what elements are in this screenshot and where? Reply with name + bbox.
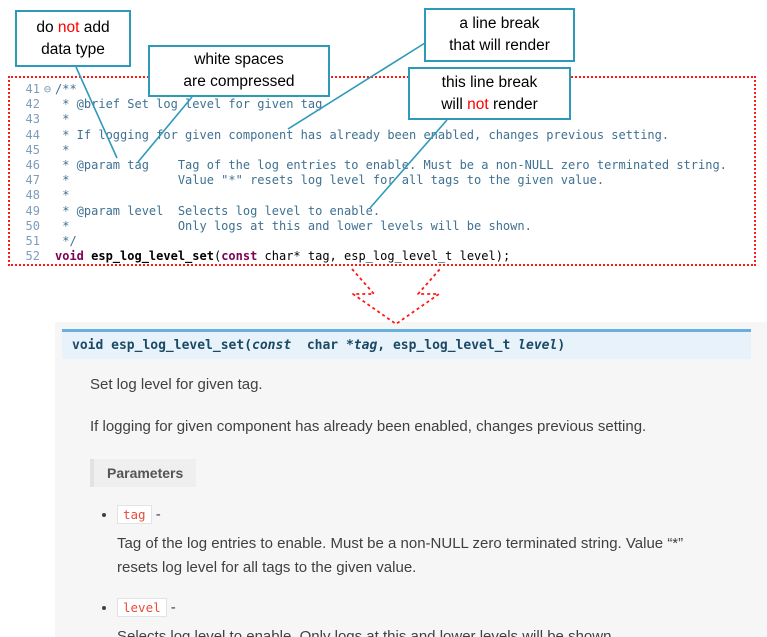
highlighted-not: not — [57, 18, 80, 36]
code-line: 46 * @param tag Tag of the log entries t… — [10, 158, 754, 173]
code-line: 47 * Value "*" resets log level for all … — [10, 173, 754, 188]
fold-margin — [40, 158, 55, 173]
fold-margin — [40, 249, 55, 264]
line-number: 43 — [25, 112, 40, 127]
code-text: void esp_log_level_set(const char* tag, … — [55, 249, 510, 264]
function-name: esp_log_level_set — [83, 249, 214, 264]
line-number: 51 — [25, 234, 40, 249]
callout-break-renders: a line break that will render — [424, 8, 575, 62]
param-item-level: level - Selects log level to enable. Onl… — [117, 598, 751, 637]
callout-line: do not add — [36, 18, 110, 36]
red-dotted-arrow — [351, 268, 441, 325]
callout-break-not-renders: this line break will not render — [408, 67, 571, 120]
fold-margin — [40, 112, 55, 127]
code-line: 41⊖/** — [10, 82, 754, 97]
line-number: 49 — [25, 203, 40, 218]
line-number: 41 — [25, 82, 40, 96]
line-number: 52 — [25, 249, 40, 264]
sig-type: char * — [291, 338, 354, 353]
code-text: * @param level Selects log level to enab… — [55, 203, 381, 218]
sig-arg-tag: tag — [353, 338, 378, 353]
line-number: 47 — [25, 173, 40, 188]
line-number: 50 — [25, 218, 40, 233]
parameters-list: tag - Tag of the log entries to enable. … — [90, 505, 751, 637]
fold-margin — [40, 128, 55, 143]
code-text: /** — [55, 82, 77, 96]
callout-line: a line break — [459, 15, 540, 33]
sig-comma: , — [377, 338, 393, 353]
code-line: 51 */ — [10, 234, 754, 249]
function-signature: void esp_log_level_set(const char *tag, … — [62, 329, 751, 359]
line-number: 48 — [25, 188, 40, 203]
code-text: * Only logs at this and lower levels wil… — [55, 218, 532, 233]
code-line: 42 * @brief Set log level for given tag — [10, 97, 754, 112]
code-text: * — [55, 188, 70, 203]
param-dash: - — [166, 599, 176, 616]
sig-keyword-void: void — [72, 338, 112, 353]
fold-margin — [40, 188, 55, 203]
sig-paren-close: ) — [557, 338, 566, 353]
callout-line: data type — [41, 40, 105, 58]
code-line: 43 * — [10, 112, 754, 127]
fold-margin — [40, 143, 55, 158]
callout-whitespace: white spaces are compressed — [148, 45, 330, 97]
sig-function-name: esp_log_level_set — [111, 338, 245, 353]
param-name-literal: tag — [117, 505, 152, 524]
code-text: */ — [55, 234, 77, 249]
callout-line: are compressed — [183, 73, 295, 90]
code-line-declaration: 52 void esp_log_level_set(const char* tag… — [10, 249, 754, 264]
param-dash: - — [151, 506, 161, 523]
line-number: 42 — [25, 97, 40, 112]
sig-paren: ( — [244, 338, 253, 353]
sig-type2: esp_log_level_t — [392, 338, 519, 353]
sig-keyword-const: const — [252, 338, 292, 353]
line-number: 46 — [25, 158, 40, 173]
code-line: 50 * Only logs at this and lower levels … — [10, 219, 754, 234]
callout-line: that will render — [449, 37, 550, 54]
callout-no-datatype: do not add data type — [15, 10, 131, 67]
paren: ( — [213, 249, 222, 264]
code-line: 48 * — [10, 188, 754, 203]
doc-brief: Set log level for given tag. — [90, 376, 263, 393]
keyword-const: const — [221, 249, 258, 264]
code-line: 45 * — [10, 143, 754, 158]
callout-line: will not render — [441, 95, 538, 113]
highlighted-not: not — [467, 95, 489, 113]
line-number: 45 — [25, 142, 40, 157]
code-text: * Value "*" resets log level for all tag… — [55, 173, 605, 188]
callout-line: white spaces — [194, 51, 284, 69]
sig-arg-level: level — [518, 338, 558, 353]
declaration-args: char* tag, esp_log_level_t level); — [257, 249, 511, 264]
code-editor-snippet: 41⊖/** 42 * @brief Set log level for giv… — [8, 76, 756, 266]
fold-margin — [40, 219, 55, 234]
fold-collapse-icon: ⊖ — [43, 82, 52, 96]
code-text: * — [55, 112, 70, 127]
fold-margin — [40, 97, 55, 112]
code-text: * @param tag Tag of the log entries to e… — [55, 158, 727, 173]
param-name-literal: level — [117, 598, 167, 617]
code-text: * @brief Set log level for given tag — [55, 97, 323, 112]
keyword-void: void — [55, 249, 84, 264]
callout-line: this line break — [441, 73, 538, 91]
doc-description: If logging for given component has alrea… — [90, 417, 647, 435]
line-number: 44 — [25, 127, 40, 142]
code-text: * If logging for given component has alr… — [55, 127, 670, 142]
fold-margin — [40, 234, 55, 249]
code-line: 49 * @param level Selects log level to e… — [10, 204, 754, 219]
param-description: Selects log level to enable. Only logs a… — [117, 628, 616, 637]
code-line: 44 * If logging for given component has … — [10, 128, 754, 143]
param-description: Tag of the log entries to enable. Must b… — [117, 535, 684, 576]
parameters-label: Parameters — [90, 459, 197, 487]
code-text: * — [55, 142, 70, 157]
fold-margin — [40, 173, 55, 188]
param-item-tag: tag - Tag of the log entries to enable. … — [117, 505, 751, 580]
rendered-doc-panel: void esp_log_level_set(const char *tag, … — [55, 322, 767, 637]
fold-margin — [40, 204, 55, 219]
